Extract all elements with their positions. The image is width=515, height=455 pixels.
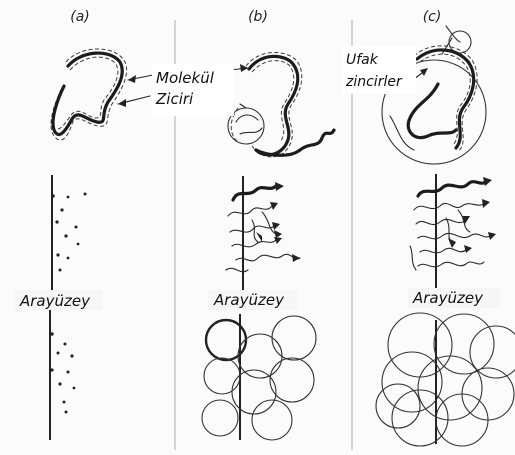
interface-label-c: Arayüzey	[412, 289, 484, 307]
panel-label-c: (c)	[423, 9, 442, 25]
panel-label-a: (a)	[70, 9, 90, 25]
short-chains-label-line1: Ufak	[346, 52, 379, 68]
short-chains-label-line2: zincirler	[345, 74, 403, 90]
molecule-label-line1: Molekül	[156, 69, 215, 87]
interface-label-b: Arayüzey	[213, 291, 285, 309]
molecule-label-line2: Ziciri	[155, 90, 194, 108]
panel-label-b: (b)	[248, 9, 268, 25]
interface-label-a: Arayüzey	[19, 292, 91, 310]
